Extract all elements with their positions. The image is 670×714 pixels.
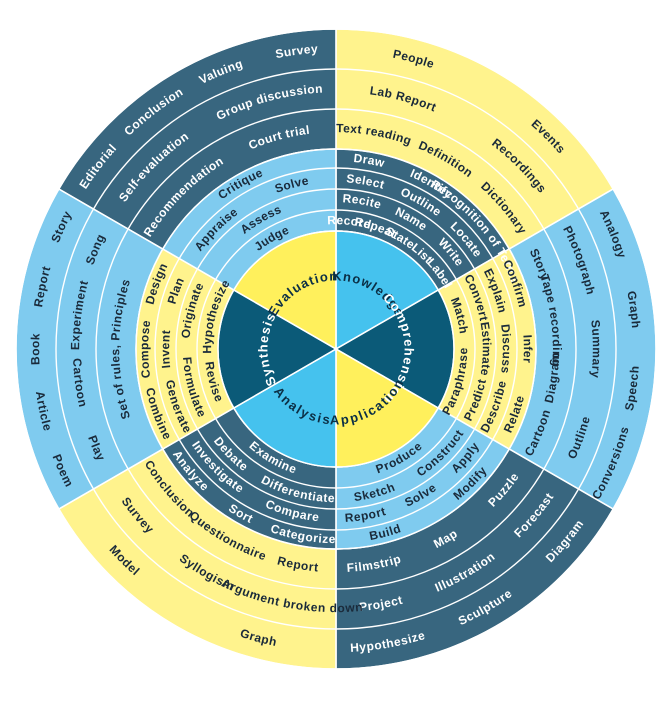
wheel-word: Infer: [520, 334, 535, 363]
divider-line: [58, 348, 337, 510]
wheel-word: Graph: [624, 290, 643, 329]
divider-line: [335, 188, 614, 350]
wheel-word: Survey: [274, 42, 318, 61]
divider-line: [58, 188, 337, 350]
wheel-word: Summary: [588, 319, 604, 379]
wheel-rings: [15, 28, 657, 670]
divider-line: [335, 348, 614, 510]
wheel-word: Record: [327, 213, 373, 232]
wheel-word: Estimate: [478, 321, 494, 377]
wheel-word: Invent: [158, 329, 173, 369]
wheel-word: Book: [28, 333, 42, 365]
wheel-word: Compose: [137, 319, 153, 379]
wheel-word: Draw: [353, 151, 386, 170]
wheel-word: Discuss: [498, 323, 514, 374]
